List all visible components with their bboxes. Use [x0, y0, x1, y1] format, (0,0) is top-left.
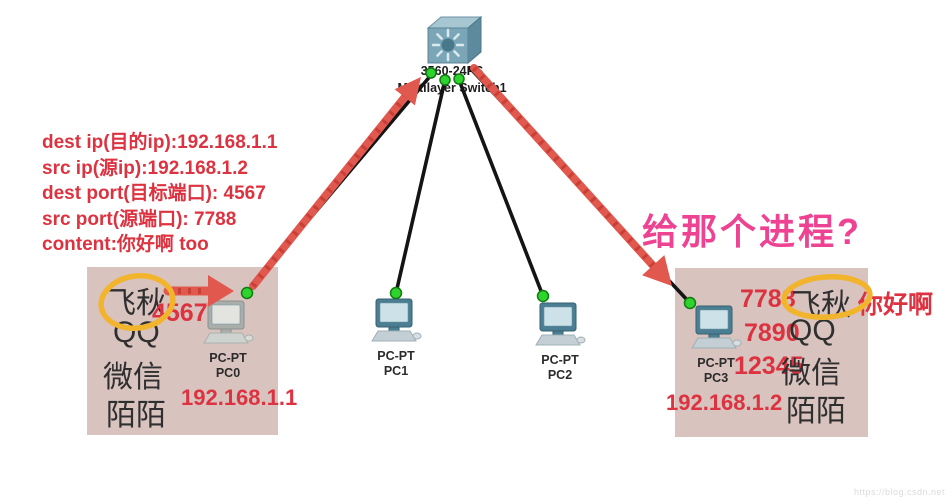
- packet-note: dest ip(目的ip):192.168.1.1 src ip(源ip):19…: [42, 130, 277, 258]
- cable-pc1-switch[interactable]: [394, 78, 447, 295]
- note-line-src-ip: src ip(源ip):192.168.1.2: [42, 157, 248, 179]
- pc-name-label: PC3: [703, 371, 729, 385]
- pc3-device[interactable]: PC-PT PC3: [684, 305, 748, 386]
- pc-icon: [371, 298, 422, 342]
- pc-model-label: PC-PT: [541, 353, 579, 367]
- pc2-device[interactable]: PC-PT PC2: [528, 302, 592, 383]
- pc-model-label: PC-PT: [377, 349, 415, 363]
- right-app-weixin: 微信: [781, 357, 841, 390]
- left-dest-port-label: 4567: [152, 299, 208, 327]
- link-status-lights: [240, 67, 697, 310]
- right-app-momo: 陌陌: [786, 395, 846, 428]
- right-port-7788: 7788: [740, 285, 796, 313]
- multilayer-switch-device[interactable]: [420, 12, 484, 71]
- left-app-momo: 陌陌: [106, 399, 166, 432]
- message-label: 你好啊: [858, 291, 934, 319]
- pc-icon: [203, 300, 254, 344]
- pc-model-label: PC-PT: [209, 351, 247, 365]
- pc-name-label: PC1: [383, 364, 409, 378]
- pc-model-label: PC-PT: [697, 356, 735, 370]
- watermark: https://blog.csdn.net: [853, 487, 945, 497]
- switch-icon: [426, 15, 483, 65]
- pc0-device[interactable]: PC-PT PC0: [196, 300, 260, 381]
- pc-name-label: PC0: [215, 366, 241, 380]
- note-line-dest-ip: dest ip(目的ip):192.168.1.1: [42, 132, 278, 153]
- right-port-7890: 7890: [744, 319, 800, 347]
- pc-icon: [535, 302, 586, 346]
- red-arrow-switch-to-pc3: [470, 64, 672, 286]
- pc0-ip-label: 192.168.1.1: [181, 385, 298, 410]
- pc3-ip-label: 192.168.1.2: [666, 390, 783, 415]
- left-app-weixin: 微信: [103, 361, 163, 394]
- question-label: 给那个进程?: [642, 211, 862, 252]
- pc-icon: [691, 305, 742, 349]
- cable-pc2-switch[interactable]: [457, 78, 545, 298]
- pc1-device[interactable]: PC-PT PC1: [364, 298, 428, 379]
- right-port-12345: 12345: [734, 352, 804, 380]
- right-app-qq: QQ: [789, 314, 836, 347]
- note-line-dest-port: dest port(目标端口): 4567: [42, 183, 266, 204]
- pc-name-label: PC2: [547, 368, 573, 382]
- red-arrow-pc0-to-switch: [249, 77, 421, 290]
- note-line-content: content:你好啊 too: [42, 234, 209, 255]
- note-line-src-port: src port(源端口): 7788: [42, 208, 237, 230]
